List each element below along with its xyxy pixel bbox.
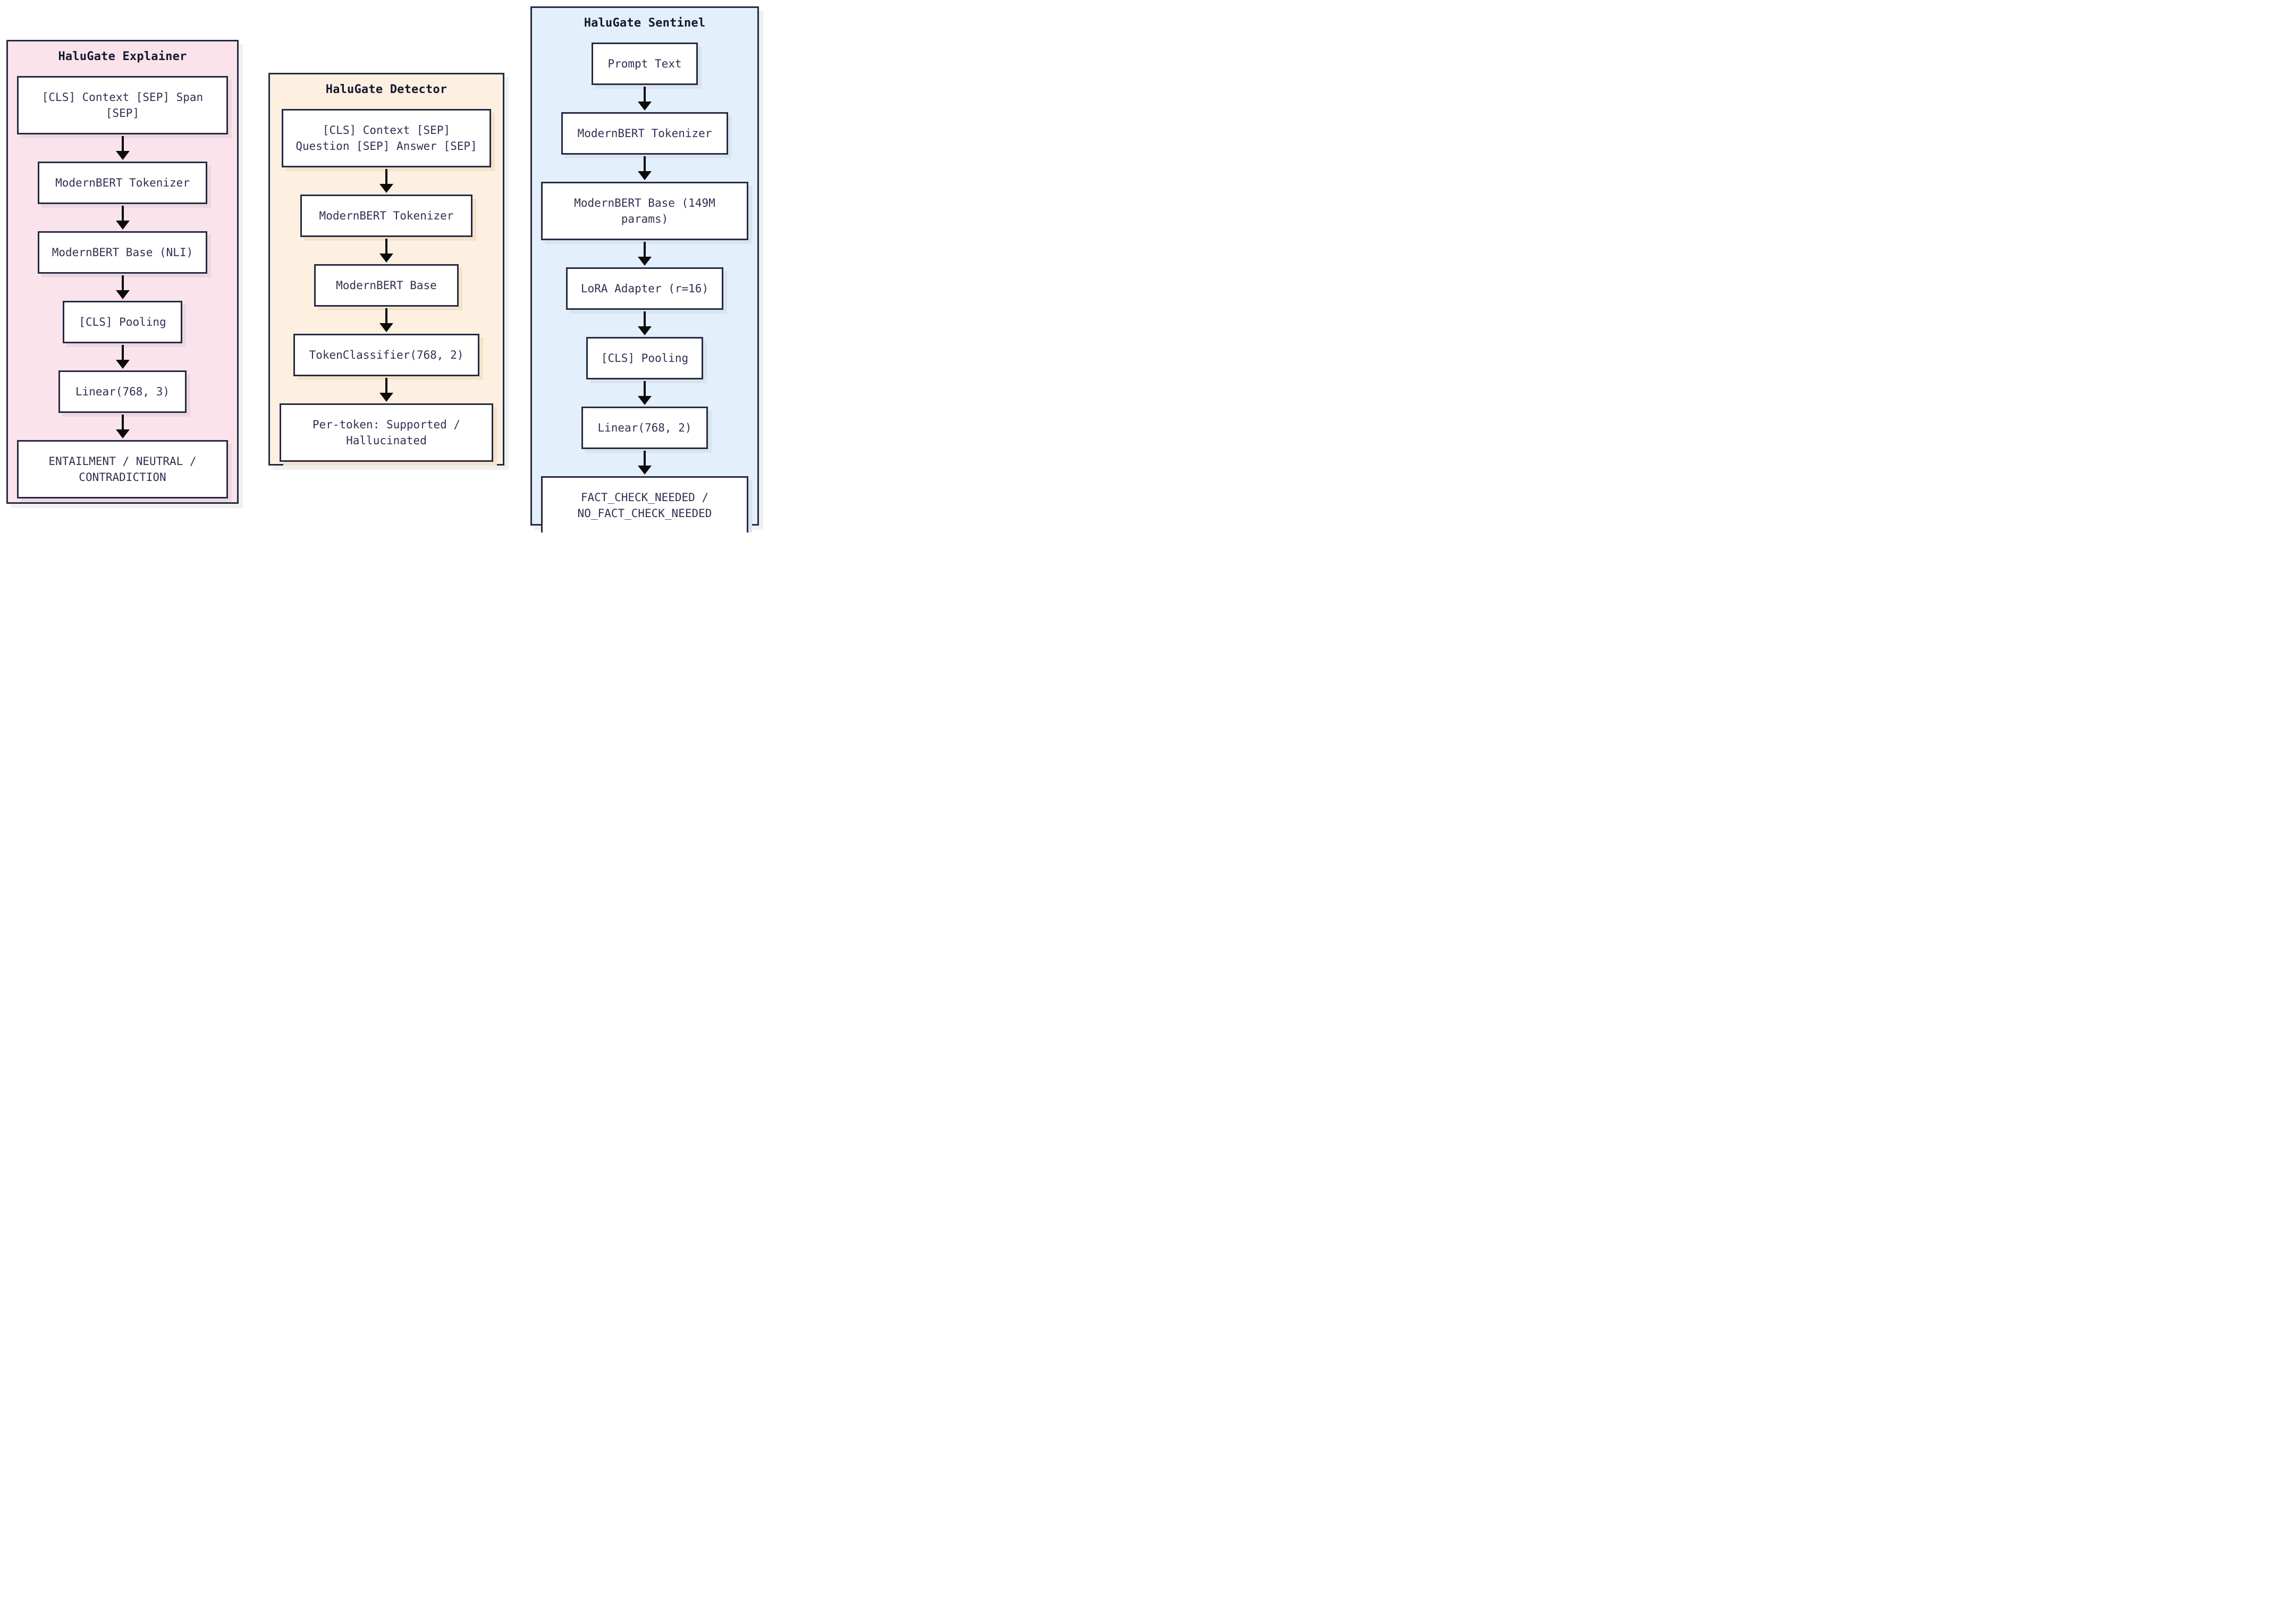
flow-node: [CLS] Pooling: [586, 337, 704, 379]
arrow-down-icon: [115, 206, 130, 230]
arrow-down-icon: [638, 311, 652, 335]
flow-node: [CLS] Pooling: [63, 301, 182, 343]
flow-node: ENTAILMENT / NEUTRAL / CONTRADICTION: [17, 440, 228, 498]
panel-halugate-explainer: HaluGate Explainer [CLS] Context [SEP] S…: [6, 40, 239, 504]
arrow-down-icon: [115, 415, 130, 438]
arrow-down-icon: [379, 378, 393, 402]
arrow-down-icon: [638, 87, 652, 111]
flow-node: Per-token: Supported / Hallucinated: [279, 403, 494, 462]
panel-title: HaluGate Detector: [325, 83, 448, 96]
flow-node: [CLS] Context [SEP] Span [SEP]: [17, 76, 228, 134]
arrow-down-icon: [379, 239, 393, 263]
flow-node: ModernBERT Base: [314, 264, 459, 307]
panel-halugate-detector: HaluGate Detector [CLS] Context [SEP] Qu…: [268, 73, 504, 466]
panel-halugate-sentinel: HaluGate Sentinel Prompt Text ModernBERT…: [530, 6, 759, 533]
flow-node: LoRA Adapter (r=16): [565, 267, 724, 310]
arrow-down-icon: [638, 156, 652, 180]
flow-node: FACT_CHECK_NEEDED / NO_FACT_CHECK_NEEDED: [541, 476, 749, 533]
arrow-down-icon: [638, 242, 652, 266]
arrow-down-icon: [638, 381, 652, 405]
flow-node: ModernBERT Tokenizer: [561, 112, 728, 155]
panel-title: HaluGate Explainer: [58, 50, 187, 63]
flow-node: ModernBERT Base (149M params): [541, 182, 749, 240]
panel-title: HaluGate Sentinel: [584, 16, 706, 30]
flow-node: ModernBERT Tokenizer: [38, 162, 207, 204]
diagram-canvas: HaluGate Explainer [CLS] Context [SEP] S…: [0, 0, 765, 533]
flow-node: TokenClassifier(768, 2): [293, 334, 480, 376]
flow-node: Prompt Text: [592, 43, 698, 85]
arrow-down-icon: [115, 345, 130, 369]
flow-node: [CLS] Context [SEP] Question [SEP] Answe…: [281, 109, 492, 167]
arrow-down-icon: [115, 136, 130, 160]
arrow-down-icon: [379, 169, 393, 193]
flow-node: Linear(768, 3): [58, 370, 187, 413]
flow-node: ModernBERT Base (NLI): [38, 231, 207, 274]
arrow-down-icon: [379, 308, 393, 332]
arrow-down-icon: [115, 275, 130, 299]
arrow-down-icon: [638, 451, 652, 475]
flow-node: Linear(768, 2): [581, 407, 708, 449]
flow-node: ModernBERT Tokenizer: [300, 195, 473, 237]
